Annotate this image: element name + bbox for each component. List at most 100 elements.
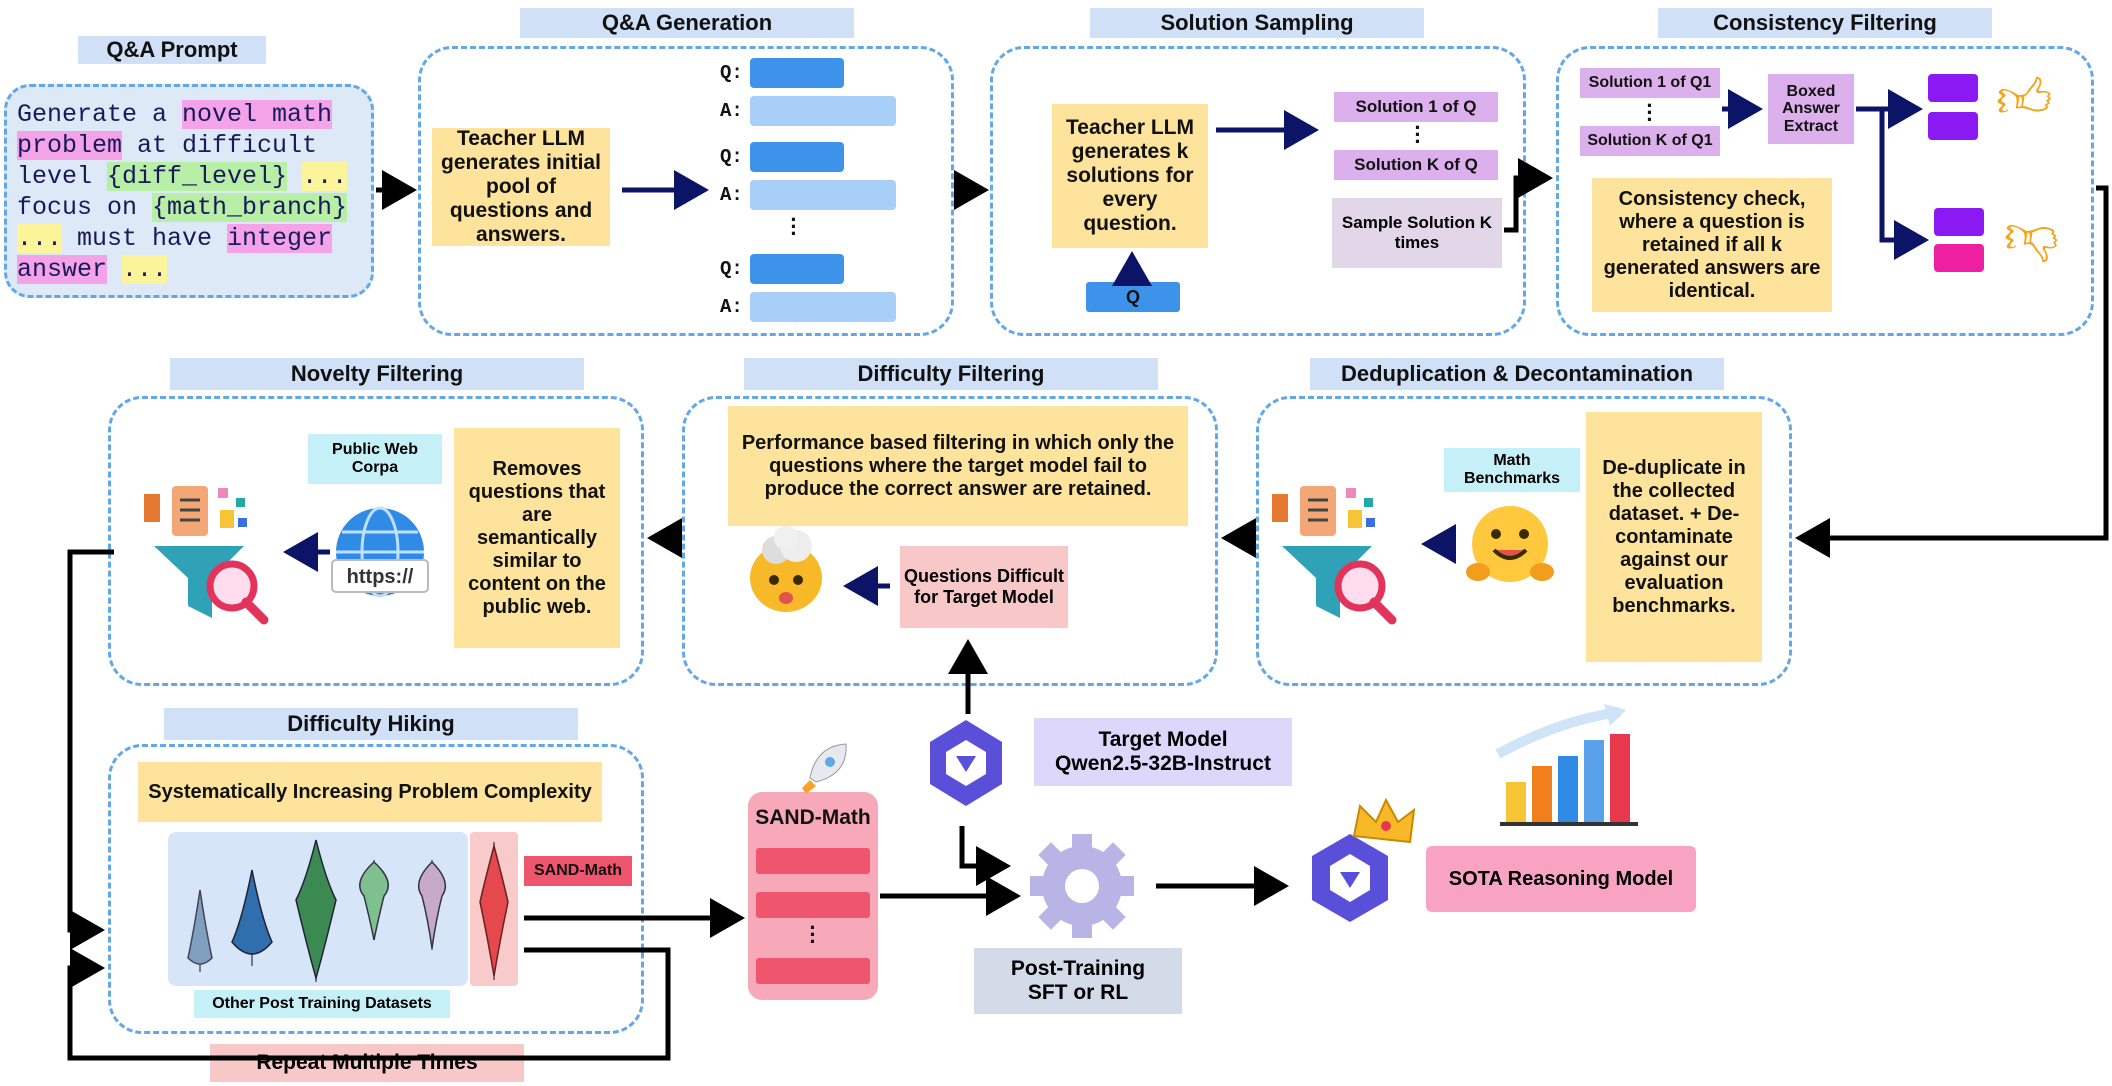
title-qa-prompt: Q&A Prompt xyxy=(78,36,266,64)
exploding-head-icon xyxy=(750,526,822,612)
prompt-segment: ... xyxy=(122,255,168,284)
sand-bar-1 xyxy=(756,848,870,874)
a-label-3: A: xyxy=(720,296,743,318)
other-datasets-label: Other Post Training Datasets xyxy=(194,990,450,1018)
novelty-text-box: Removes questions that are semantically … xyxy=(454,428,620,648)
consistency-ellipsis: ··· xyxy=(1646,93,1654,132)
title-dedup: Deduplication & Decontamination xyxy=(1310,358,1724,390)
a-label-1: A: xyxy=(720,100,743,122)
boxed-answer-extract: Boxed Answer Extract xyxy=(1768,74,1854,144)
sand-ellipsis: ··· xyxy=(809,915,817,954)
q-label-2: Q: xyxy=(720,146,743,168)
thumbs-down-icon: 👎︎ xyxy=(2004,205,2059,265)
violin-4 xyxy=(359,860,389,941)
question-bar-1 xyxy=(750,58,844,88)
sand-bar-2 xyxy=(756,892,870,918)
violin-2 xyxy=(231,869,273,966)
difficulty-filter-text: Performance based filtering in which onl… xyxy=(728,406,1188,526)
prompt-segment: at difficult level xyxy=(17,131,318,191)
title-difficulty-hiking: Difficulty Hiking xyxy=(164,708,578,740)
prompt-segment: {diff_level} xyxy=(107,162,288,191)
inner-arrows xyxy=(283,89,1929,606)
crown-icon xyxy=(1352,797,1416,844)
prompt-segment: {math_branch} xyxy=(152,193,348,222)
sand-bar-3 xyxy=(756,958,870,984)
dedup-text-box: De-duplicate in the collected dataset. +… xyxy=(1586,412,1762,662)
target-model-line1: Target Model xyxy=(1098,727,1228,751)
title-consistency-filtering: Consistency Filtering xyxy=(1658,8,1992,38)
solution-1-box: Solution 1 of Q xyxy=(1334,92,1498,122)
prompt-segment: ... xyxy=(302,162,348,191)
answer-block-purple-2 xyxy=(1928,112,1978,140)
public-web-corpa-label: Public Web Corpa xyxy=(308,434,442,484)
q-label-3: Q: xyxy=(720,258,743,280)
prompt-segment: must have xyxy=(62,224,228,253)
answer-block-purple-1 xyxy=(1928,74,1978,102)
violin-6 xyxy=(479,842,509,980)
teacher-llm-qa-box: Teacher LLM generates initial pool of qu… xyxy=(432,127,610,246)
globe-icon: https:// xyxy=(331,506,429,598)
violin-5 xyxy=(417,860,447,950)
qwen-logo-icon xyxy=(930,720,1002,806)
panel-novelty xyxy=(108,396,644,686)
target-model-box: Target Model Qwen2.5-32B-Instruct xyxy=(1034,718,1292,786)
prompt-segment: ... xyxy=(17,224,63,253)
consistency-solution-k: Solution K of Q1 xyxy=(1580,126,1720,156)
math-benchmarks-label: Math Benchmarks xyxy=(1444,448,1580,492)
sample-solution-box: Sample Solution K times xyxy=(1332,198,1502,268)
thumbs-up-icon: 👍︎ xyxy=(1996,69,2053,129)
panel-difficulty-filtering xyxy=(682,396,1218,686)
flow-arrows xyxy=(67,158,2109,1061)
sand-math-label: SAND-Math xyxy=(755,806,871,829)
bar-chart-icon xyxy=(1495,704,1638,826)
prompt-segment: focus on xyxy=(17,193,153,222)
post-training-line2: SFT or RL xyxy=(1027,981,1129,1004)
hiking-subtitle: Systematically Increasing Problem Comple… xyxy=(138,762,602,822)
answer-block-purple-3 xyxy=(1934,208,1984,236)
ellipsis-vertical: ··· xyxy=(790,207,798,246)
prompt-segment: Generate a xyxy=(17,100,183,129)
question-bar-3 xyxy=(750,254,844,284)
answer-bar-3 xyxy=(750,292,896,322)
post-training-line1: Post-Training xyxy=(1010,956,1146,980)
rocket-icon xyxy=(802,743,847,794)
title-novelty-filtering: Novelty Filtering xyxy=(170,358,584,390)
q-label-1: Q: xyxy=(720,62,743,84)
funnel-search-icon-2 xyxy=(1272,486,1397,625)
title-qa-generation: Q&A Generation xyxy=(520,8,854,38)
funnel-search-icon xyxy=(144,486,269,625)
prompt-segment: problem xyxy=(17,131,123,160)
difficult-questions-box: Questions Difficult for Target Model xyxy=(900,546,1068,628)
hugging-face-icon xyxy=(1466,506,1554,582)
post-training-box: Post-Training SFT or RL xyxy=(974,948,1182,1014)
sand-math-tag: SAND-Math xyxy=(524,856,632,886)
panel-difficulty-hiking xyxy=(108,744,644,1034)
violin-plots xyxy=(187,839,509,982)
panel-qa-generation xyxy=(418,46,954,336)
teacher-llm-solutions-box: Teacher LLM generates k solutions for ev… xyxy=(1052,104,1208,248)
violin-3 xyxy=(295,839,337,982)
q-input-box: Q xyxy=(1086,282,1180,312)
question-bar-2 xyxy=(750,142,844,172)
solution-k-box: Solution K of Q xyxy=(1334,150,1498,180)
target-model-line2: Qwen2.5-32B-Instruct xyxy=(1055,752,1271,775)
consistency-check-box: Consistency check, where a question is r… xyxy=(1592,178,1832,312)
prompt-segment: integer xyxy=(227,224,333,253)
title-solution-sampling: Solution Sampling xyxy=(1090,8,1424,38)
prompt-segment: novel math xyxy=(182,100,333,129)
sota-model-box: SOTA Reasoning Model xyxy=(1426,846,1696,912)
https-label: https:// xyxy=(347,566,414,588)
consistency-solution-1: Solution 1 of Q1 xyxy=(1580,68,1720,98)
title-difficulty-filtering: Difficulty Filtering xyxy=(744,358,1158,390)
answer-bar-1 xyxy=(750,96,896,126)
gear-icon xyxy=(1030,834,1134,938)
sand-math-dataset: SAND-Math ··· xyxy=(748,792,878,1000)
answer-bar-2 xyxy=(750,180,896,210)
solution-ellipsis: ··· xyxy=(1414,115,1422,154)
a-label-2: A: xyxy=(720,184,743,206)
answer-block-pink-1 xyxy=(1934,244,1984,272)
violin-1 xyxy=(187,889,213,972)
panel-dedup xyxy=(1256,396,1792,686)
qa-prompt-text: Generate a novel math problem at difficu… xyxy=(4,84,374,298)
